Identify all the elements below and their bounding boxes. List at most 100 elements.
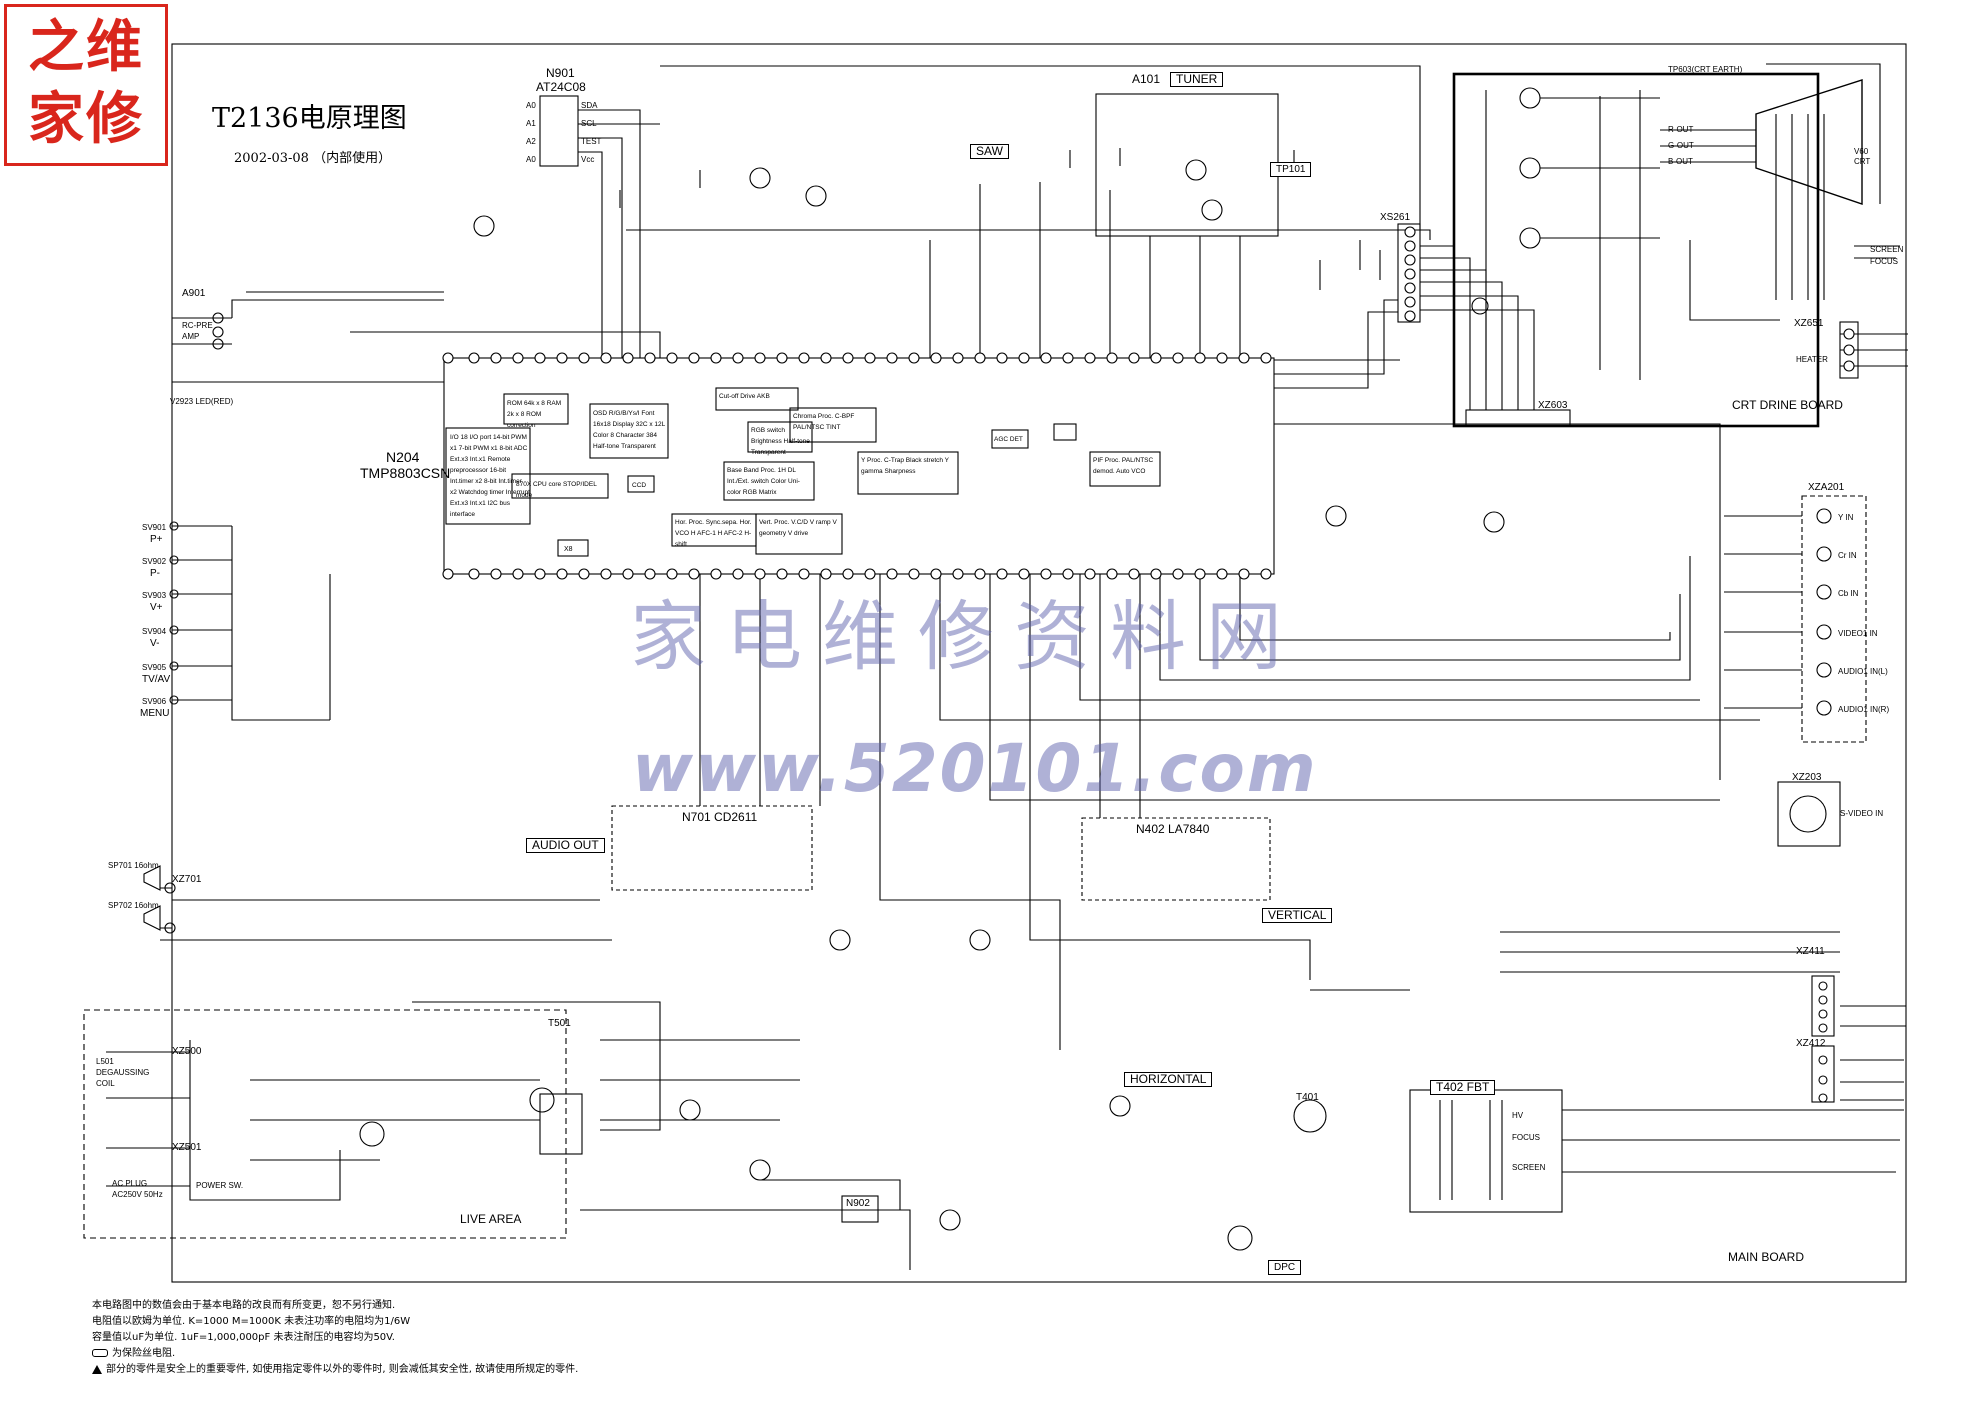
- ccd-block-label: CCD: [632, 482, 647, 489]
- y-proc-block-label: Y Proc. C-Trap Black stretch Y gamma Sha…: [861, 457, 949, 475]
- av-input-box: [1801, 495, 1867, 743]
- t401-label: T401: [1296, 1092, 1319, 1103]
- cb-in-label: Cb IN: [1838, 589, 1859, 598]
- led-label: V2923 LED(RED): [170, 397, 234, 406]
- b-out-label: B-OUT: [1668, 157, 1693, 166]
- hor-proc-block-label: Hor. Proc. Sync.sepa. Hor. VCO H AFC-1 H…: [675, 519, 752, 548]
- main-ic-n204: [443, 357, 1275, 575]
- fbt-hv-label: HV: [1512, 1111, 1524, 1120]
- g-out-label: G-OUT: [1668, 141, 1694, 150]
- key-ref: SV906: [142, 697, 167, 706]
- note-line: 为保险丝电阻.: [112, 1348, 176, 1359]
- x8-block-label: X8: [564, 546, 573, 553]
- chroma-block-label: Chroma Proc. C-BPF PAL/NTSC TINT: [793, 413, 855, 431]
- xza201-label: XZA201: [1808, 482, 1845, 493]
- xz501-label: XZ501: [172, 1142, 202, 1153]
- key-ref: SV905: [142, 663, 167, 672]
- ac-plug-label: AC PLUG AC250V 50Hz: [112, 1179, 163, 1199]
- fuse-resistor-icon: [92, 1349, 108, 1357]
- eeprom-ref: N901: [546, 66, 575, 80]
- key-label: P+: [150, 534, 163, 545]
- note-line: 部分的零件是安全上的重要零件, 如使用指定零件以外的零件时, 则会减低其安全性,…: [106, 1364, 579, 1375]
- audio1-in-l-label: AUDIO1 IN(L): [1838, 667, 1888, 676]
- xz651-label: XZ651: [1794, 318, 1824, 329]
- vertical-ic-n402: [1081, 817, 1271, 901]
- eeprom-pin: A0: [526, 155, 536, 164]
- cr-in-label: Cr IN: [1838, 551, 1857, 560]
- xs261-label: XS261: [1380, 212, 1411, 223]
- horizontal-label: HORIZONTAL: [1124, 1072, 1213, 1087]
- crt-ref-label: V60: [1854, 147, 1869, 156]
- key-ref: SV903: [142, 591, 167, 600]
- speaker-right-label: SP702 16ohm: [108, 901, 159, 910]
- eeprom-pin: A0: [526, 101, 536, 110]
- fbt-block: [1409, 1089, 1563, 1213]
- note-fuse-resistor: 为保险丝电阻.: [92, 1344, 175, 1359]
- main-ic-ref: N204: [386, 449, 420, 465]
- baseband-block-label: Base Band Proc. 1H DL Int./Ext. switch C…: [727, 467, 800, 496]
- xz603-label: XZ603: [1538, 400, 1568, 411]
- main-board-label: MAIN BOARD: [1728, 1250, 1805, 1264]
- eeprom-pin: Vcc: [581, 155, 595, 164]
- ir-receiver-ref: A901: [182, 288, 206, 299]
- dpc-label: DPC: [1268, 1260, 1302, 1275]
- crt-board-label: CRT DRINE BOARD: [1732, 398, 1843, 412]
- xz412-label: XZ412: [1796, 1038, 1826, 1049]
- logo-text-line2: 家修: [28, 86, 144, 152]
- xz701-label: XZ701: [172, 874, 202, 885]
- live-area-box: [83, 1009, 567, 1239]
- note-line: 本电路图中的数值会由于基本电路的改良而有所变更，恕不另行通知.: [92, 1300, 396, 1311]
- pif-block-label: PIF Proc. PAL/NTSC demod. Auto VCO: [1093, 457, 1154, 475]
- speaker-left-label: SP701 16ohm: [108, 861, 159, 870]
- key-ref: SV904: [142, 627, 167, 636]
- note-line: 容量值以uF为单位. 1uF=1,000,000pF 未表注耐压的电容均为50V…: [92, 1332, 395, 1343]
- key-label: MENU: [140, 708, 170, 719]
- diagram-date: 2002-03-08 （内部使用）: [234, 151, 392, 166]
- main-ic-part: TMP8803CSN: [360, 465, 451, 481]
- fbt-screen-label: SCREEN: [1512, 1163, 1546, 1172]
- n902-label: N902: [846, 1198, 870, 1209]
- eeprom-pin: A2: [526, 137, 536, 146]
- safety-triangle-icon: [92, 1364, 102, 1374]
- degauss-coil-label: L501 DEGAUSSING COIL: [96, 1057, 150, 1088]
- diagram-title: T2136电原理图: [212, 103, 407, 134]
- power-switch-label: POWER SW.: [196, 1181, 244, 1190]
- y-in-label: Y IN: [1838, 513, 1854, 522]
- io-block-label: I/O 18 I/O port 14-bit PWM x1 7-bit PWM …: [450, 434, 530, 518]
- vert-proc-block-label: Vert. Proc. V.C/D V ramp V geometry V dr…: [759, 519, 837, 537]
- main-board-frame: [171, 43, 1907, 1283]
- eeprom-pin: TEST: [581, 137, 602, 146]
- audio1-in-r-label: AUDIO1 IN(R): [1838, 705, 1890, 714]
- eeprom-ic: [539, 95, 579, 167]
- cutoff-block-label: Cut-off Drive AKB: [719, 393, 770, 400]
- key-label: P-: [150, 568, 160, 579]
- video1-in-label: VIDEO1 IN: [1838, 629, 1878, 638]
- rgb-switch-block-label: RGB switch Brightness Half-tone Transpar…: [751, 427, 810, 456]
- audio-ic-n701: [611, 805, 813, 891]
- ir-receiver-label: RC-PRE AMP: [182, 321, 213, 341]
- audio-out-label: AUDIO OUT: [526, 838, 605, 853]
- audio-ic-label: N701 CD2611: [682, 810, 758, 824]
- vertical-ic-label: N402 LA7840: [1136, 822, 1210, 836]
- xz500-label: XZ500: [172, 1046, 202, 1057]
- crt-earth-label: TP603(CRT EARTH): [1668, 65, 1743, 74]
- key-label: V+: [150, 602, 163, 613]
- key-label: V-: [150, 638, 160, 649]
- eeprom-pin: SCL: [581, 119, 597, 128]
- t501-label: T501: [548, 1018, 571, 1029]
- note-safety: 部分的零件是安全上的重要零件, 如使用指定零件以外的零件时, 则会减低其安全性,…: [92, 1360, 578, 1375]
- logo: 之维 家修: [4, 4, 168, 166]
- crt-heater-label: HEATER: [1796, 355, 1828, 364]
- fbt-focus-label: FOCUS: [1512, 1133, 1540, 1142]
- live-area-label: LIVE AREA: [460, 1212, 522, 1226]
- eeprom-part: AT24C08: [536, 80, 586, 94]
- eeprom-pin: SDA: [581, 101, 598, 110]
- crt-focus-label: FOCUS: [1870, 257, 1898, 266]
- agc-det-block-label: AGC DET: [994, 436, 1023, 443]
- key-ref: SV901: [142, 523, 167, 532]
- svideo-in-label: S-VIDEO IN: [1840, 809, 1884, 818]
- tuner-label: TUNER: [1170, 72, 1224, 87]
- vertical-label: VERTICAL: [1262, 908, 1333, 923]
- note-line: 电阻值以欧姆为单位. K=1000 M=1000K 未表注功率的电阻均为1/6W: [92, 1316, 411, 1327]
